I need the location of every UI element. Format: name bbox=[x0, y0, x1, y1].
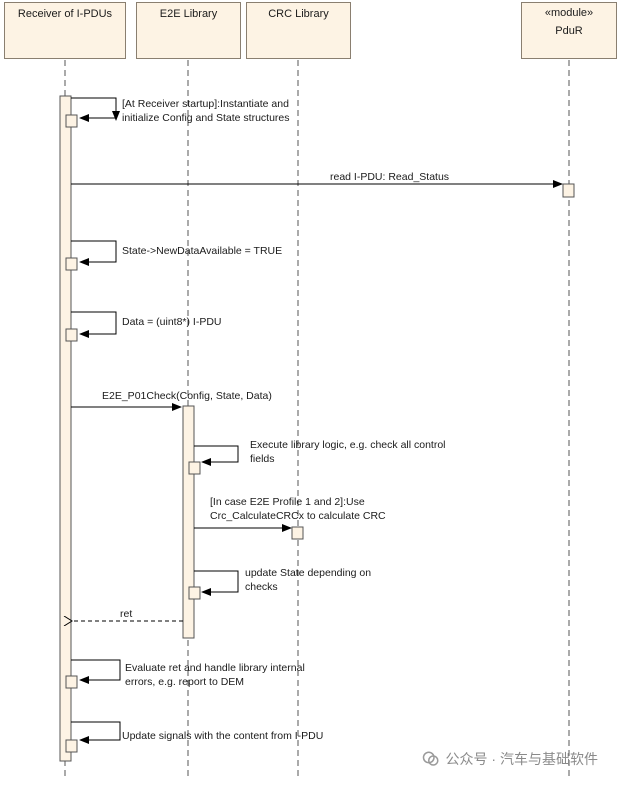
self-call-4 bbox=[71, 311, 117, 338]
exec-box-3 bbox=[65, 257, 78, 271]
self-call-e2e-2 bbox=[194, 570, 239, 596]
exec-box-1 bbox=[65, 114, 78, 128]
exec-box-10 bbox=[65, 675, 78, 689]
message-new-data: State->NewDataAvailable = TRUE bbox=[122, 245, 283, 257]
message-e2e-check: E2E_P01Check(Config, State, Data) bbox=[102, 390, 272, 402]
message-update-state: update State depending on checks bbox=[245, 567, 372, 593]
exec-box-4 bbox=[65, 328, 78, 342]
lifeline-header-receiver: Receiver of I-PDUs bbox=[4, 2, 126, 59]
message-update-signals: Update signals with the content from I-P… bbox=[122, 730, 324, 742]
self-call-3 bbox=[71, 240, 117, 266]
message-read-ipdu: read I-PDU: Read_Status bbox=[330, 171, 450, 183]
message-crc: [In case E2E Profile 1 and 2]:Use Crc_Ca… bbox=[210, 496, 386, 522]
self-call-e2e-1 bbox=[194, 445, 239, 466]
lifeline-title-pdur: PduR bbox=[555, 25, 583, 37]
message-library-logic: Execute library logic, e.g. check all co… bbox=[250, 439, 446, 465]
message-startup: [At Receiver startup]:Instantiate and in… bbox=[122, 98, 290, 124]
self-call-11 bbox=[71, 721, 121, 744]
watermark: 公众号 · 汽车与基础软件 bbox=[422, 749, 598, 769]
lifeline-title-crc: CRC Library bbox=[268, 8, 329, 20]
exec-box-11 bbox=[65, 739, 78, 753]
message-data: Data = (uint8*) I-PDU bbox=[122, 316, 222, 328]
exec-box-crc bbox=[291, 526, 304, 540]
lifeline-stereotype-pdur: «module» bbox=[544, 7, 594, 19]
lifeline-header-crc: CRC Library bbox=[246, 2, 351, 59]
exec-box-e2e-1 bbox=[188, 461, 201, 475]
watermark-text: 公众号 · 汽车与基础软件 bbox=[445, 751, 598, 767]
self-call-1 bbox=[71, 97, 120, 121]
activation-e2e bbox=[182, 405, 195, 639]
lifeline-header-pdur: «module» PduR bbox=[521, 2, 617, 59]
lifeline-title-e2e: E2E Library bbox=[159, 8, 218, 20]
self-call-10 bbox=[71, 659, 121, 684]
message-evaluate-ret: Evaluate ret and handle library internal… bbox=[125, 662, 305, 688]
exec-box-e2e-2 bbox=[188, 586, 201, 600]
message-ret: ret bbox=[120, 608, 133, 620]
wechat-icon bbox=[422, 751, 439, 766]
activation-receiver bbox=[59, 95, 72, 762]
lifeline-title-receiver: Receiver of I-PDUs bbox=[17, 8, 113, 20]
lifeline-header-e2e: E2E Library bbox=[136, 2, 241, 59]
exec-box-pdur bbox=[562, 183, 575, 198]
